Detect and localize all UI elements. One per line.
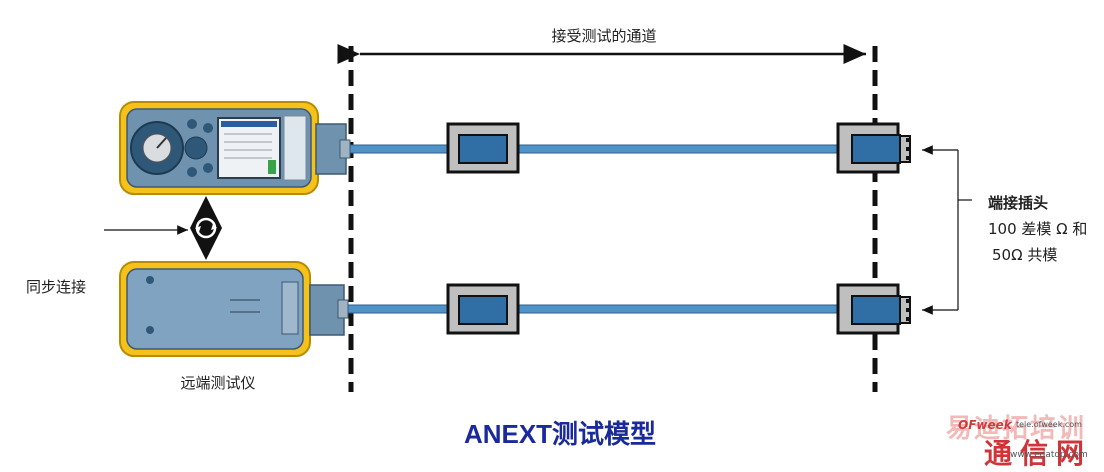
top-cable bbox=[344, 144, 839, 154]
diagram-title: ANEXT测试模型 bbox=[463, 419, 657, 449]
terminator-spec-line2: 50Ω 共模 bbox=[992, 246, 1058, 264]
bottom-terminator bbox=[836, 283, 911, 335]
bottom-cable bbox=[344, 304, 839, 314]
remote-tester-label: 远端测试仪 bbox=[180, 374, 256, 392]
sync-connection-label: 同步连接 bbox=[26, 278, 87, 296]
bottom-middle-connector bbox=[446, 283, 520, 335]
watermark-brand: OFweek bbox=[958, 418, 1012, 432]
anext-diagram bbox=[104, 44, 972, 392]
channel-under-test-label: 接受测试的通道 bbox=[551, 27, 657, 45]
top-terminator bbox=[836, 122, 911, 174]
terminator-title: 端接插头 bbox=[988, 194, 1049, 212]
sync-link-icon bbox=[190, 196, 222, 260]
top-middle-connector bbox=[446, 122, 520, 174]
terminator-spec-line1: 100 差模 Ω 和 bbox=[988, 220, 1088, 238]
watermark-top: 易迪拓培训 bbox=[946, 414, 1087, 444]
watermark-url-top: tele.ofweek.com bbox=[1016, 420, 1082, 429]
terminator-bracket bbox=[922, 145, 972, 315]
watermark-url-bottom: www.edatop.com bbox=[1010, 450, 1088, 460]
remote-tester-device bbox=[119, 261, 349, 357]
main-tester-device bbox=[119, 101, 351, 195]
